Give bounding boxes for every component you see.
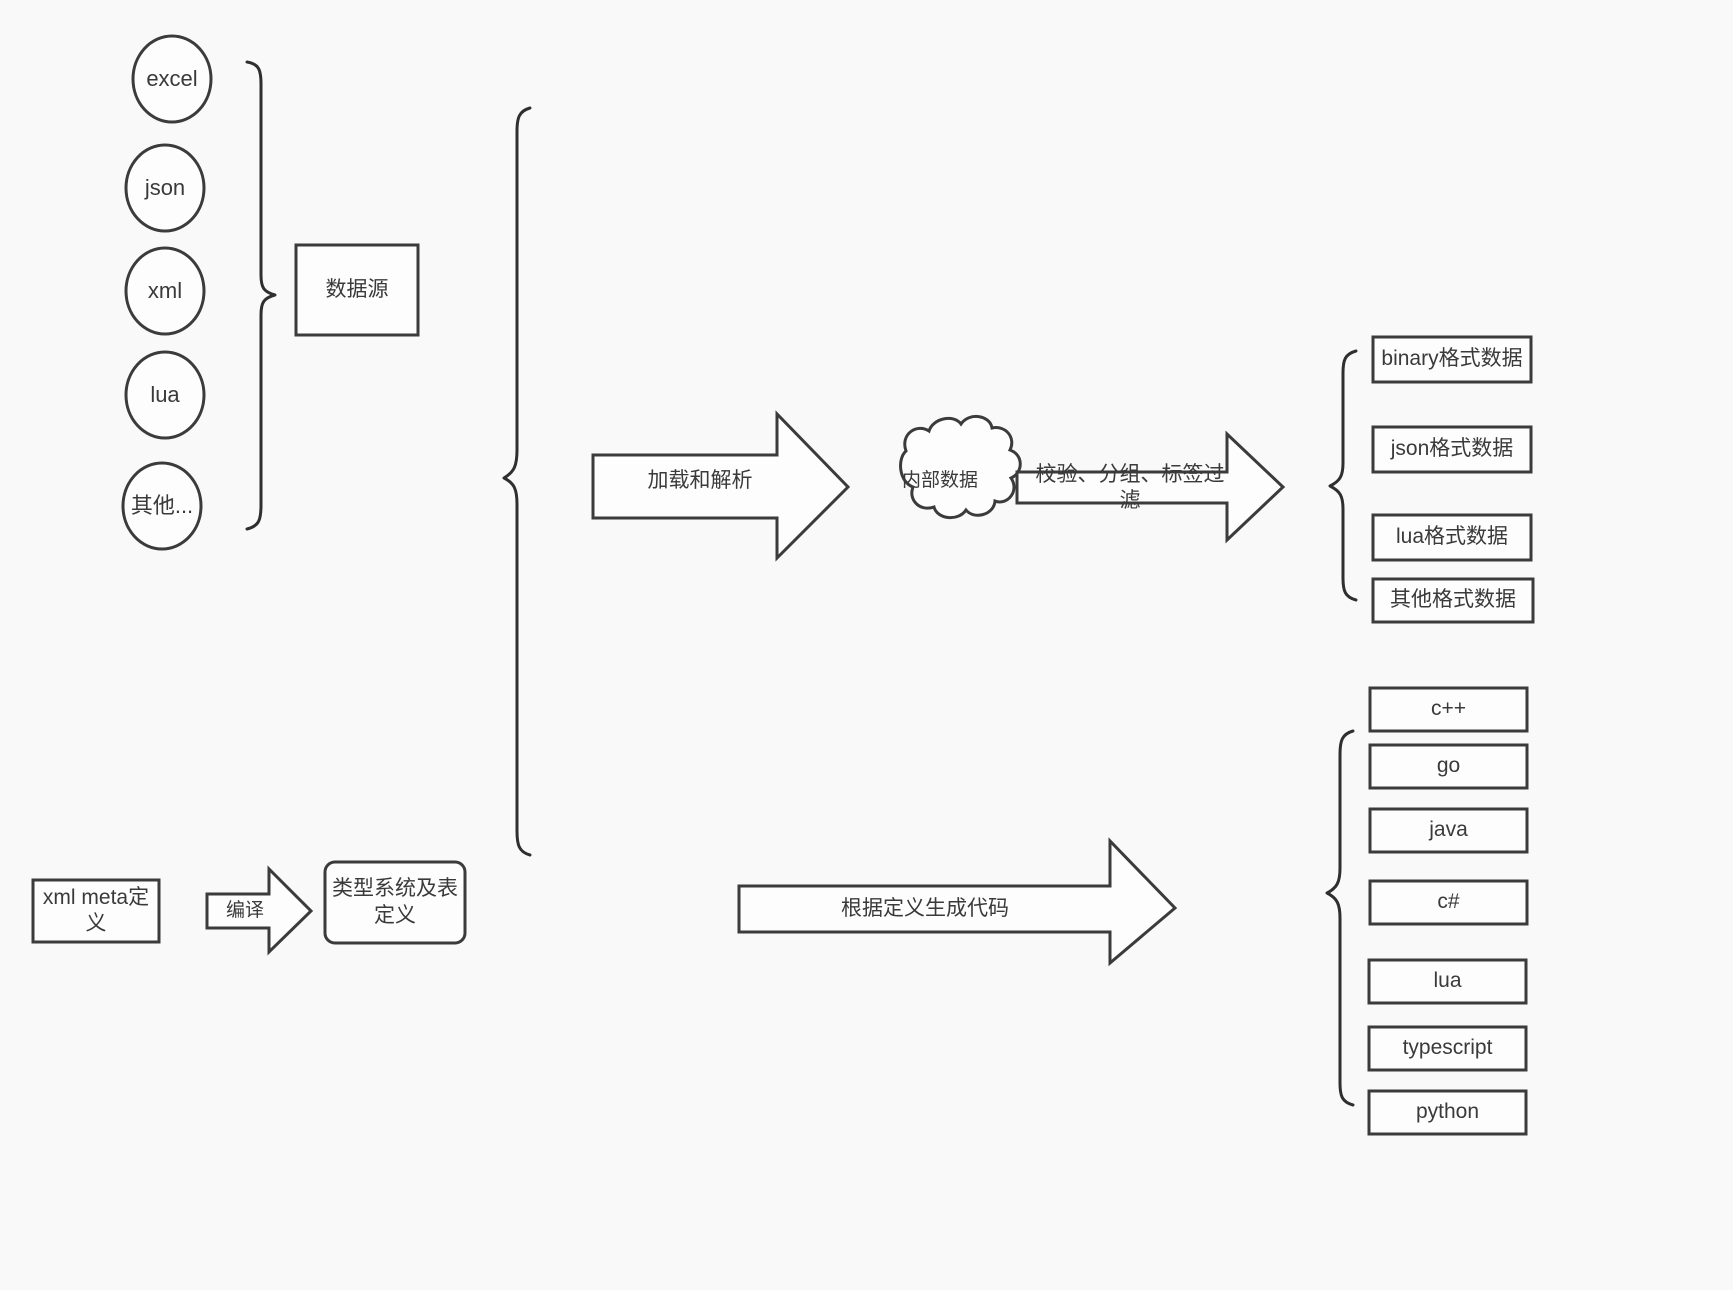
type-system-box[interactable] xyxy=(323,860,467,945)
validate-group-filter-arrow[interactable] xyxy=(1015,430,1286,544)
codegen-arrow[interactable] xyxy=(737,837,1178,967)
language-box-python[interactable] xyxy=(1367,1089,1528,1136)
language-box-typescript[interactable] xyxy=(1367,1025,1528,1072)
sources-brace xyxy=(245,60,277,531)
source-circle-json[interactable] xyxy=(124,143,206,233)
output-format-box-json[interactable] xyxy=(1371,425,1533,474)
source-circle-excel[interactable] xyxy=(131,34,213,124)
load-parse-arrow[interactable] xyxy=(591,410,851,562)
language-box-cpp[interactable] xyxy=(1368,686,1529,733)
source-circle-lua[interactable] xyxy=(124,350,206,440)
output-formats-brace xyxy=(1328,349,1358,602)
output-format-box-other[interactable] xyxy=(1371,577,1535,624)
output-format-box-lua[interactable] xyxy=(1371,513,1533,562)
language-box-go[interactable] xyxy=(1368,743,1529,790)
output-format-box-binary[interactable] xyxy=(1371,335,1533,384)
language-box-java[interactable] xyxy=(1368,807,1529,854)
language-box-lua[interactable] xyxy=(1367,958,1528,1005)
language-box-csharp[interactable] xyxy=(1368,879,1529,926)
source-circle-other[interactable] xyxy=(121,461,203,551)
compile-arrow[interactable] xyxy=(205,865,314,956)
data-source-box[interactable] xyxy=(294,243,420,337)
languages-brace xyxy=(1325,729,1355,1107)
xml-meta-box[interactable] xyxy=(31,878,161,944)
source-circle-xml[interactable] xyxy=(124,246,206,336)
internal-data-cloud[interactable] xyxy=(899,415,1022,519)
pipeline-input-brace xyxy=(502,106,532,857)
